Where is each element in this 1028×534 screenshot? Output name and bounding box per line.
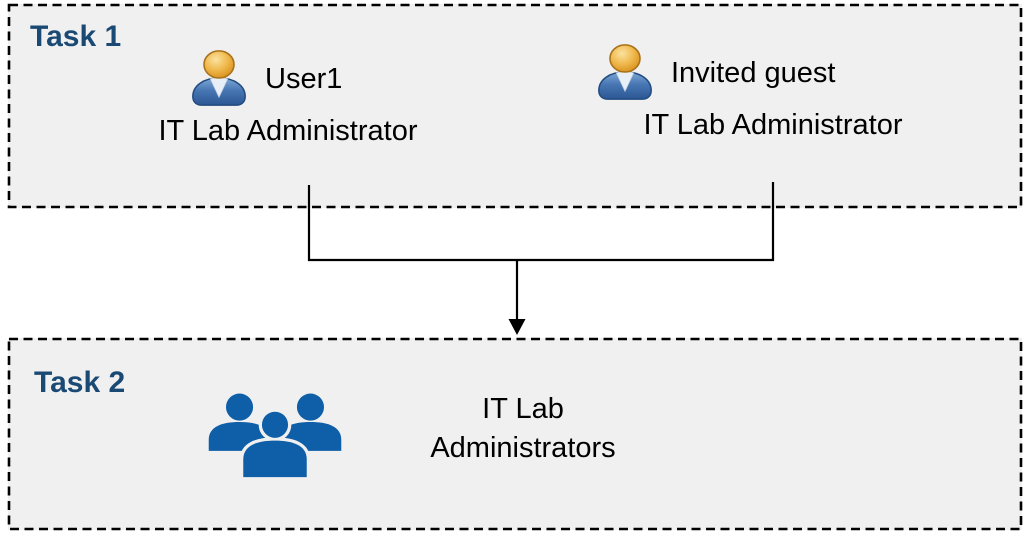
group-name-line1: IT Lab <box>482 393 564 425</box>
arrowhead <box>508 319 526 335</box>
user-name: User1 <box>265 62 343 95</box>
person-icon <box>188 48 250 110</box>
person-icon <box>594 42 656 104</box>
user-role: IT Lab Administrator <box>643 109 903 141</box>
task1-box: Task 1 <box>8 4 1022 208</box>
user-entry-user1: User1 IT Lab Administrator <box>103 48 473 148</box>
user-row: Invited guest <box>594 42 983 104</box>
people-group-icon <box>205 392 345 480</box>
group-name: IT Lab Administrators <box>371 390 675 468</box>
user-role: IT Lab Administrator <box>158 115 418 147</box>
task2-box: Task 2 IT Lab A <box>8 338 1022 530</box>
task2-label: Task 2 <box>34 366 126 399</box>
user-entry-invited-guest: Invited guest IT Lab Administrator <box>563 42 983 142</box>
user-row: User1 <box>188 48 473 110</box>
group-name-line2: Administrators <box>430 432 616 464</box>
user-name: Invited guest <box>671 56 836 89</box>
